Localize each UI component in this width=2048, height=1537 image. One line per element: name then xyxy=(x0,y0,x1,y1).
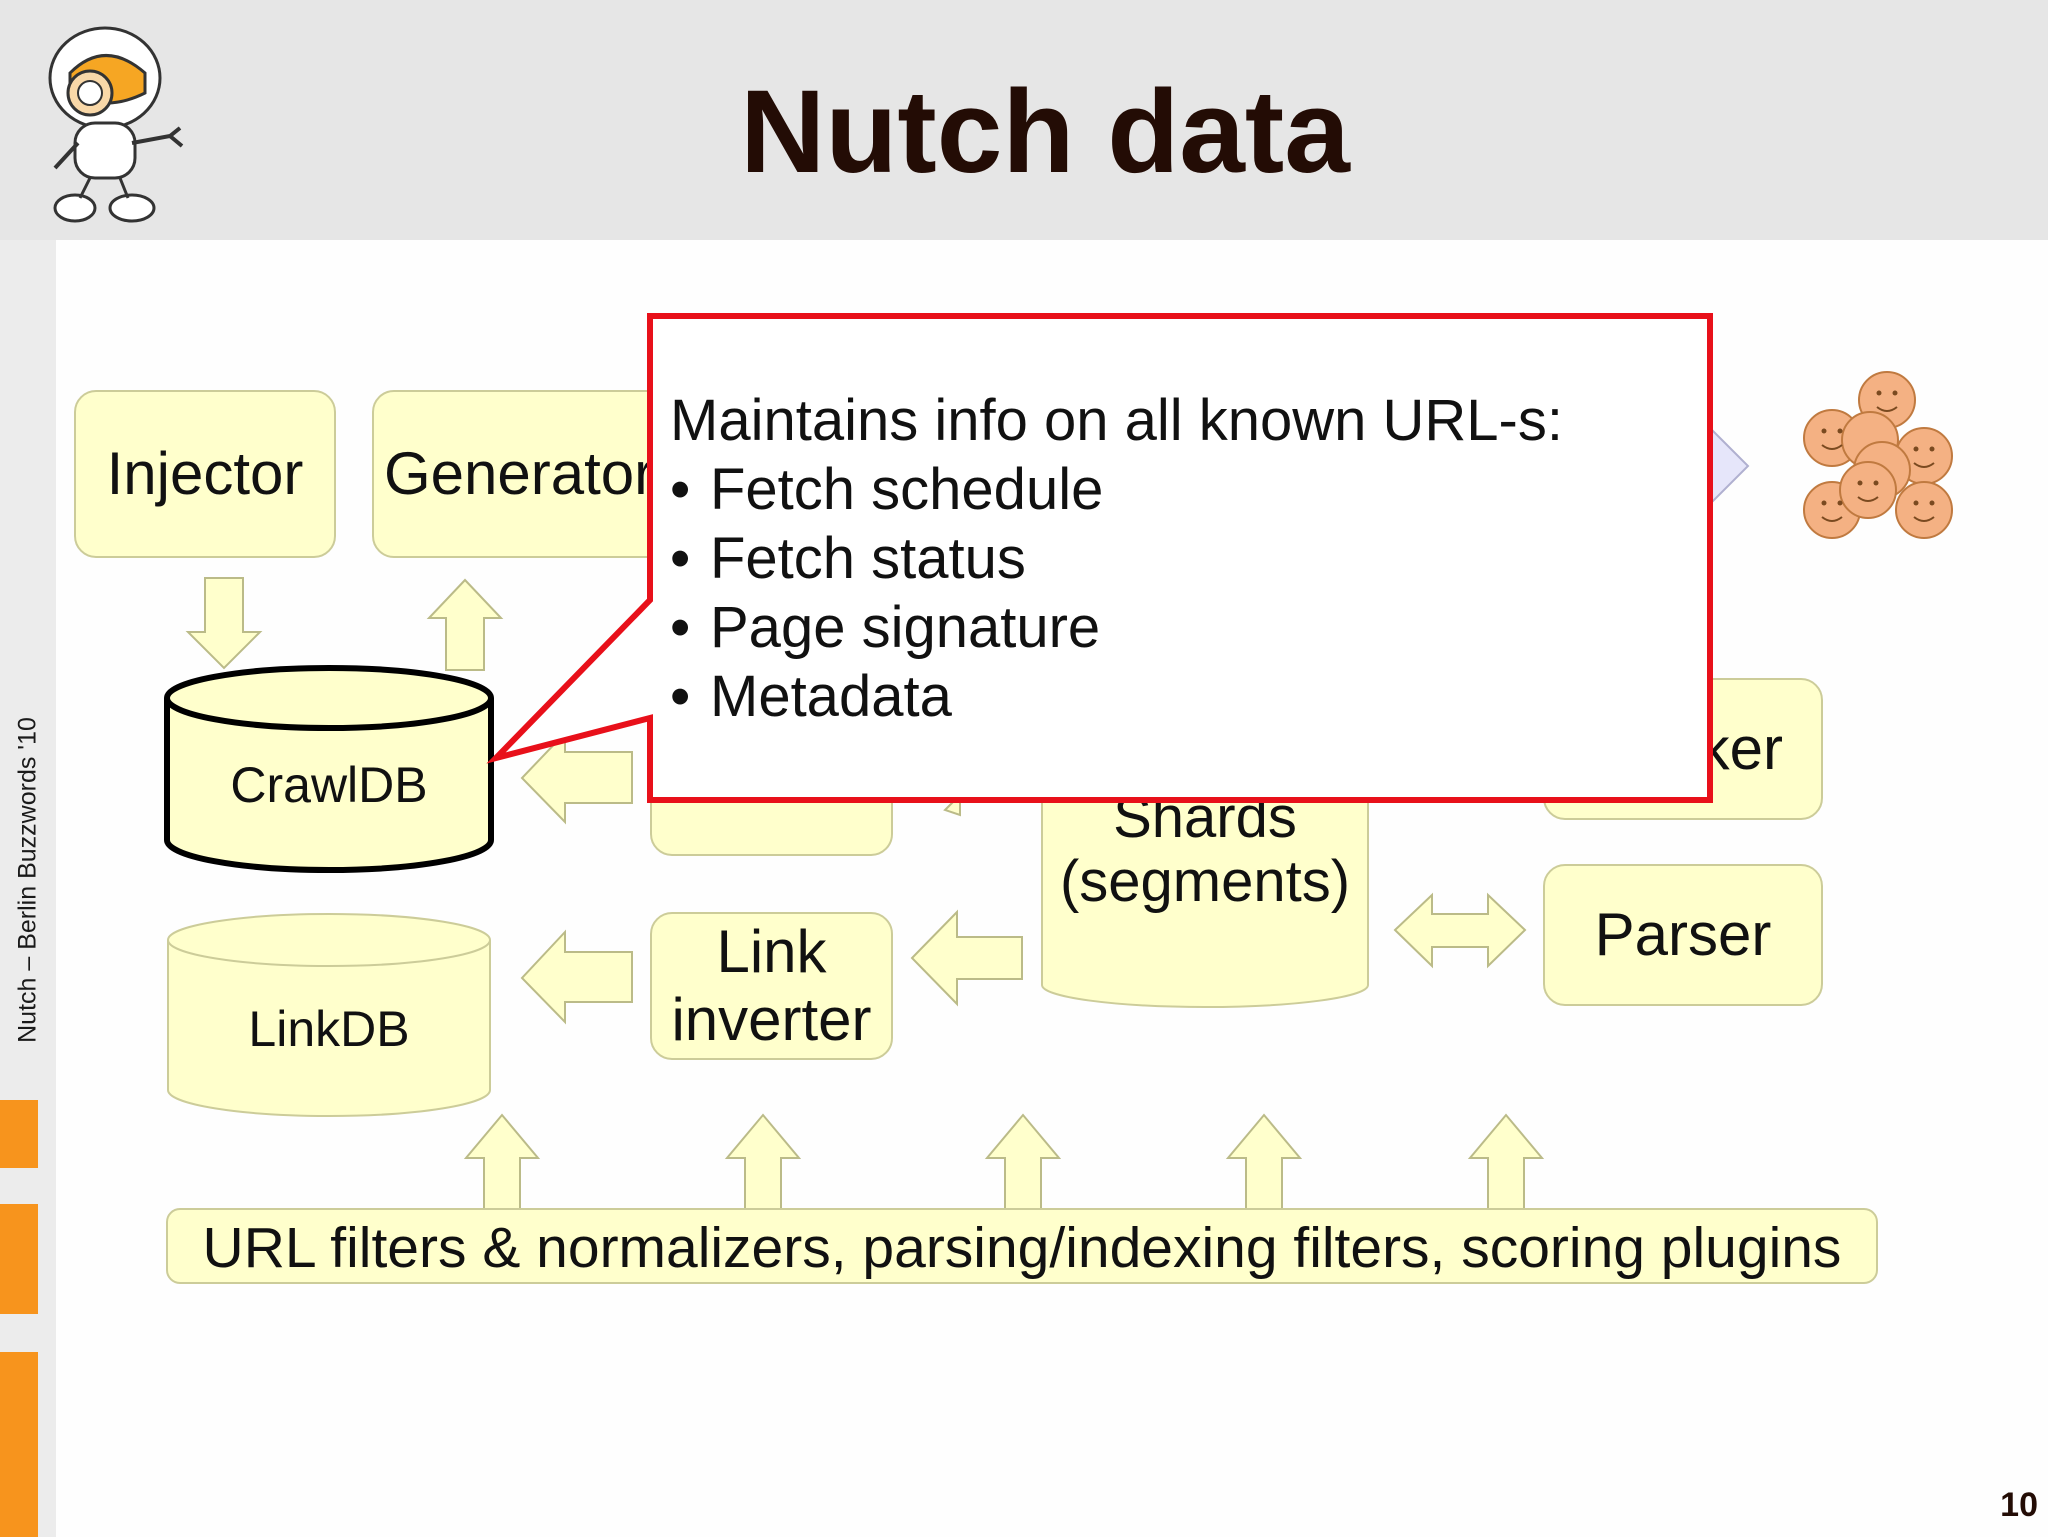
callout-item: • Fetch schedule xyxy=(670,455,1700,524)
arrow-up-filter-5 xyxy=(1467,1113,1545,1213)
robot-mascot-icon xyxy=(48,26,184,223)
arrow-up-filter-3 xyxy=(984,1113,1062,1213)
generator-label: Generator xyxy=(384,440,655,507)
arrow-up-filter-2 xyxy=(724,1113,802,1213)
arrow-down-injector-crawldb xyxy=(185,577,263,670)
sidebar-accent-bar-2 xyxy=(0,1204,38,1314)
link-inverter-label: Link inverter xyxy=(671,918,872,1053)
callout-item-text: Fetch status xyxy=(710,526,1026,591)
callout-heading: Maintains info on all known URL-s: xyxy=(670,388,1563,453)
link-inverter-box: Link inverter xyxy=(650,912,893,1060)
callout-item-text: Metadata xyxy=(710,664,952,729)
users-group-icon xyxy=(1803,371,1953,539)
arrow-left-to-linkdb xyxy=(520,929,633,1025)
page-number: 10 xyxy=(2000,1486,2038,1524)
parser-box: Parser xyxy=(1543,864,1823,1006)
callout-item-text: Page signature xyxy=(710,595,1101,660)
arrow-double-shards-parser xyxy=(1393,892,1527,969)
linkdb-cylinder xyxy=(167,913,491,1117)
callout-text-block: Maintains info on all known URL-s: • Fetc… xyxy=(670,386,1700,731)
slide-title: Nutch data xyxy=(740,66,1350,198)
filters-plugins-bar xyxy=(166,1208,1878,1284)
sidebar-accent-bar-3 xyxy=(0,1352,38,1537)
arrow-up-crawldb-generator xyxy=(426,578,504,671)
callout-item: • Metadata xyxy=(670,662,1700,731)
arrow-up-filter-4 xyxy=(1225,1113,1303,1213)
filters-plugins-label: URL filters & normalizers, parsing/index… xyxy=(202,1216,1842,1280)
arrow-left-to-crawldb xyxy=(520,730,633,825)
bullet-icon: • xyxy=(670,595,691,660)
ranker-label-partial: ker xyxy=(1699,715,1783,782)
callout-item: • Fetch status xyxy=(670,524,1700,593)
generator-box: Generator xyxy=(372,390,672,558)
injector-label: Injector xyxy=(106,440,304,507)
linkdb-label: LinkDB xyxy=(248,1001,410,1057)
arrow-up-filter-1 xyxy=(463,1113,541,1213)
callout-item: • Page signature xyxy=(670,593,1700,662)
slide-header xyxy=(0,0,2048,240)
bullet-icon: • xyxy=(670,526,691,591)
bullet-icon: • xyxy=(670,457,691,522)
slide-sidebar xyxy=(0,240,56,1537)
crawldb-label: CrawlDB xyxy=(230,757,428,813)
shards-cylinder xyxy=(1041,779,1369,1008)
sidebar-accent-bar-1 xyxy=(0,1100,38,1168)
arrow-left-shards-linkinverter xyxy=(910,909,1023,1007)
bullet-icon: • xyxy=(670,664,691,729)
crawldb-cylinder xyxy=(164,665,494,873)
parser-label: Parser xyxy=(1594,901,1772,968)
callout-item-text: Fetch schedule xyxy=(710,457,1104,522)
injector-box: Injector xyxy=(74,390,336,558)
